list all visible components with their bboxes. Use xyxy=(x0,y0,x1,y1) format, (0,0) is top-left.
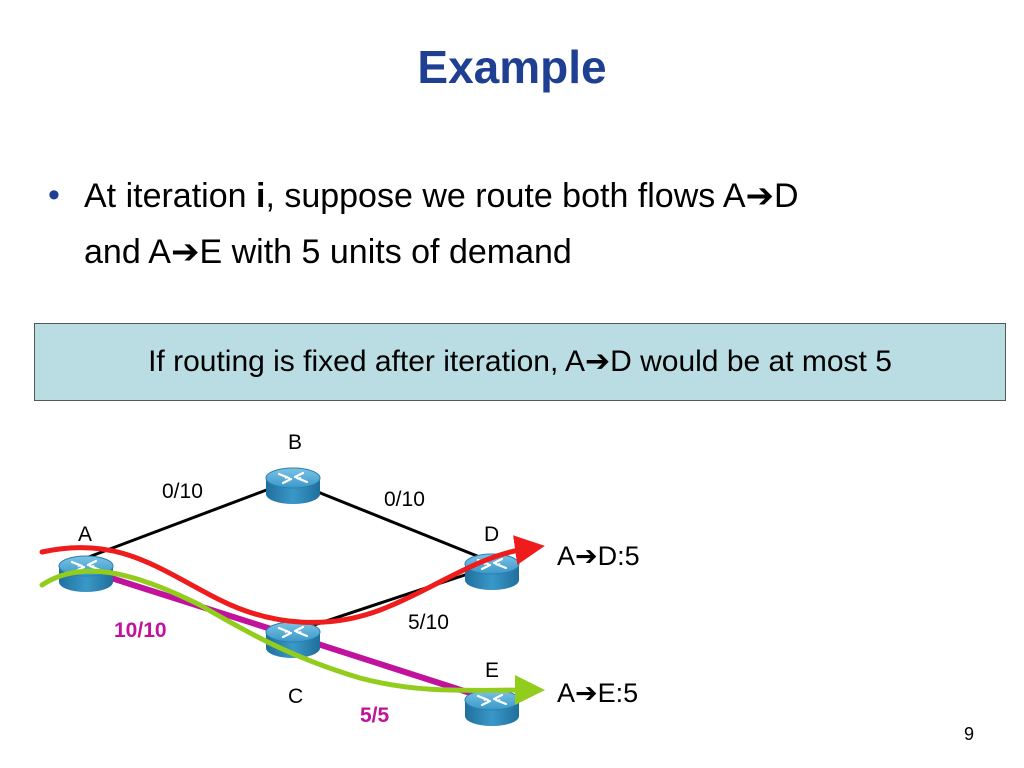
flow-label-A-D: A➔D:5 xyxy=(557,541,640,571)
router-icon-E xyxy=(463,688,521,728)
link-A-B xyxy=(85,478,294,560)
bullet-dot: • xyxy=(48,176,60,214)
node-label-C: C xyxy=(288,685,303,708)
bullet-variable: i xyxy=(255,177,266,215)
node-label-A: A xyxy=(78,523,92,546)
page-number: 9 xyxy=(964,724,975,744)
flow-label-A-E: A➔E:5 xyxy=(557,678,638,708)
callout-text-2: D would be at most 5 xyxy=(610,345,892,378)
router-icon-B xyxy=(264,466,322,506)
bullet-item: At iteration i, suppose we route both fl… xyxy=(84,168,1004,280)
node-label-E: E xyxy=(485,659,499,682)
arrow-icon: ➔ xyxy=(584,345,611,378)
flow-path-A-E xyxy=(39,568,545,706)
bullet-text-2: , suppose we route both flows A xyxy=(265,177,746,215)
arrow-icon: ➔ xyxy=(745,177,775,215)
flow-path-A-D xyxy=(39,535,545,625)
link-label-A-B: 0/10 xyxy=(162,480,203,503)
link-label-C-E: 5/5 xyxy=(360,704,390,727)
link-A-C xyxy=(85,567,294,639)
link-label-B-D: 0/10 xyxy=(384,488,425,511)
link-label-A-C: 10/10 xyxy=(114,619,167,642)
node-label-B: B xyxy=(288,431,302,454)
bullet-text-5: E with 5 units of demand xyxy=(199,233,572,271)
callout-text-1: If routing is fixed after iteration, A xyxy=(148,345,585,378)
link-B-D xyxy=(292,480,493,564)
bullet-text-1: At iteration xyxy=(84,177,256,215)
bullet-text-4: and A xyxy=(84,233,171,271)
link-label-C-D: 5/10 xyxy=(408,611,449,634)
arrow-icon: ➔ xyxy=(170,233,200,271)
slide-title: Example xyxy=(417,41,607,93)
callout-box: If routing is fixed after iteration, A➔D… xyxy=(34,323,1006,401)
node-label-D: D xyxy=(484,523,499,546)
bullet-text-3: D xyxy=(774,177,799,215)
